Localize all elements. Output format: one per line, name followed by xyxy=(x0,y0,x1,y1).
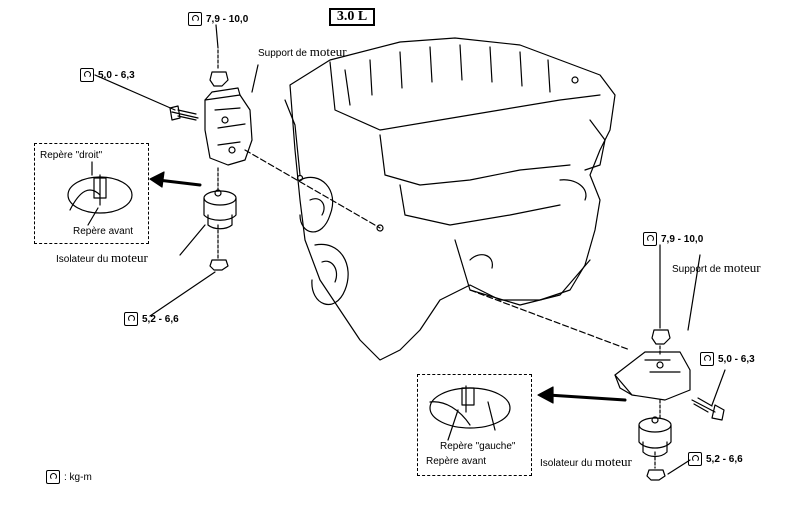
left-engine-insulator-label: Isolateur du moteur xyxy=(56,250,148,265)
torque-wrench-icon xyxy=(688,452,702,466)
torque-wrench-icon xyxy=(46,470,60,484)
torque-left-bottom-nut: 5,2 - 6,6 xyxy=(124,312,179,326)
torque-right-bolt: 5,0 - 6,3 xyxy=(700,352,755,366)
left-engine-support-label: Support de moteur xyxy=(258,44,347,59)
left-mount-assembly xyxy=(67,24,384,317)
left-mark-label: Repère "gauche" xyxy=(440,441,516,452)
right-mount-assembly xyxy=(429,244,726,481)
torque-wrench-icon xyxy=(80,68,94,82)
torque-wrench-icon xyxy=(124,312,138,326)
unit-legend: : kg-m xyxy=(46,470,92,484)
right-front-mark-label: Repère avant xyxy=(426,456,487,467)
right-engine-insulator-label: Isolateur du moteur xyxy=(540,454,632,469)
engine-block xyxy=(284,37,616,361)
right-mark-label: Repère "droit" xyxy=(40,150,103,161)
engine-size-title: 3.0 L xyxy=(329,8,375,26)
right-engine-support-label: Support de moteur xyxy=(672,260,761,275)
torque-left-bolt: 5,0 - 6,3 xyxy=(80,68,135,82)
torque-wrench-icon xyxy=(643,232,657,246)
right-detail-box xyxy=(417,374,532,476)
left-detail-box xyxy=(34,143,149,244)
torque-top-nut: 7,9 - 10,0 xyxy=(188,12,248,26)
torque-right-bottom-nut: 5,2 - 6,6 xyxy=(688,452,743,466)
torque-right-top-nut: 7,9 - 10,0 xyxy=(643,232,703,246)
torque-wrench-icon xyxy=(188,12,202,26)
left-front-mark-label: Repère avant xyxy=(73,226,134,237)
torque-wrench-icon xyxy=(700,352,714,366)
